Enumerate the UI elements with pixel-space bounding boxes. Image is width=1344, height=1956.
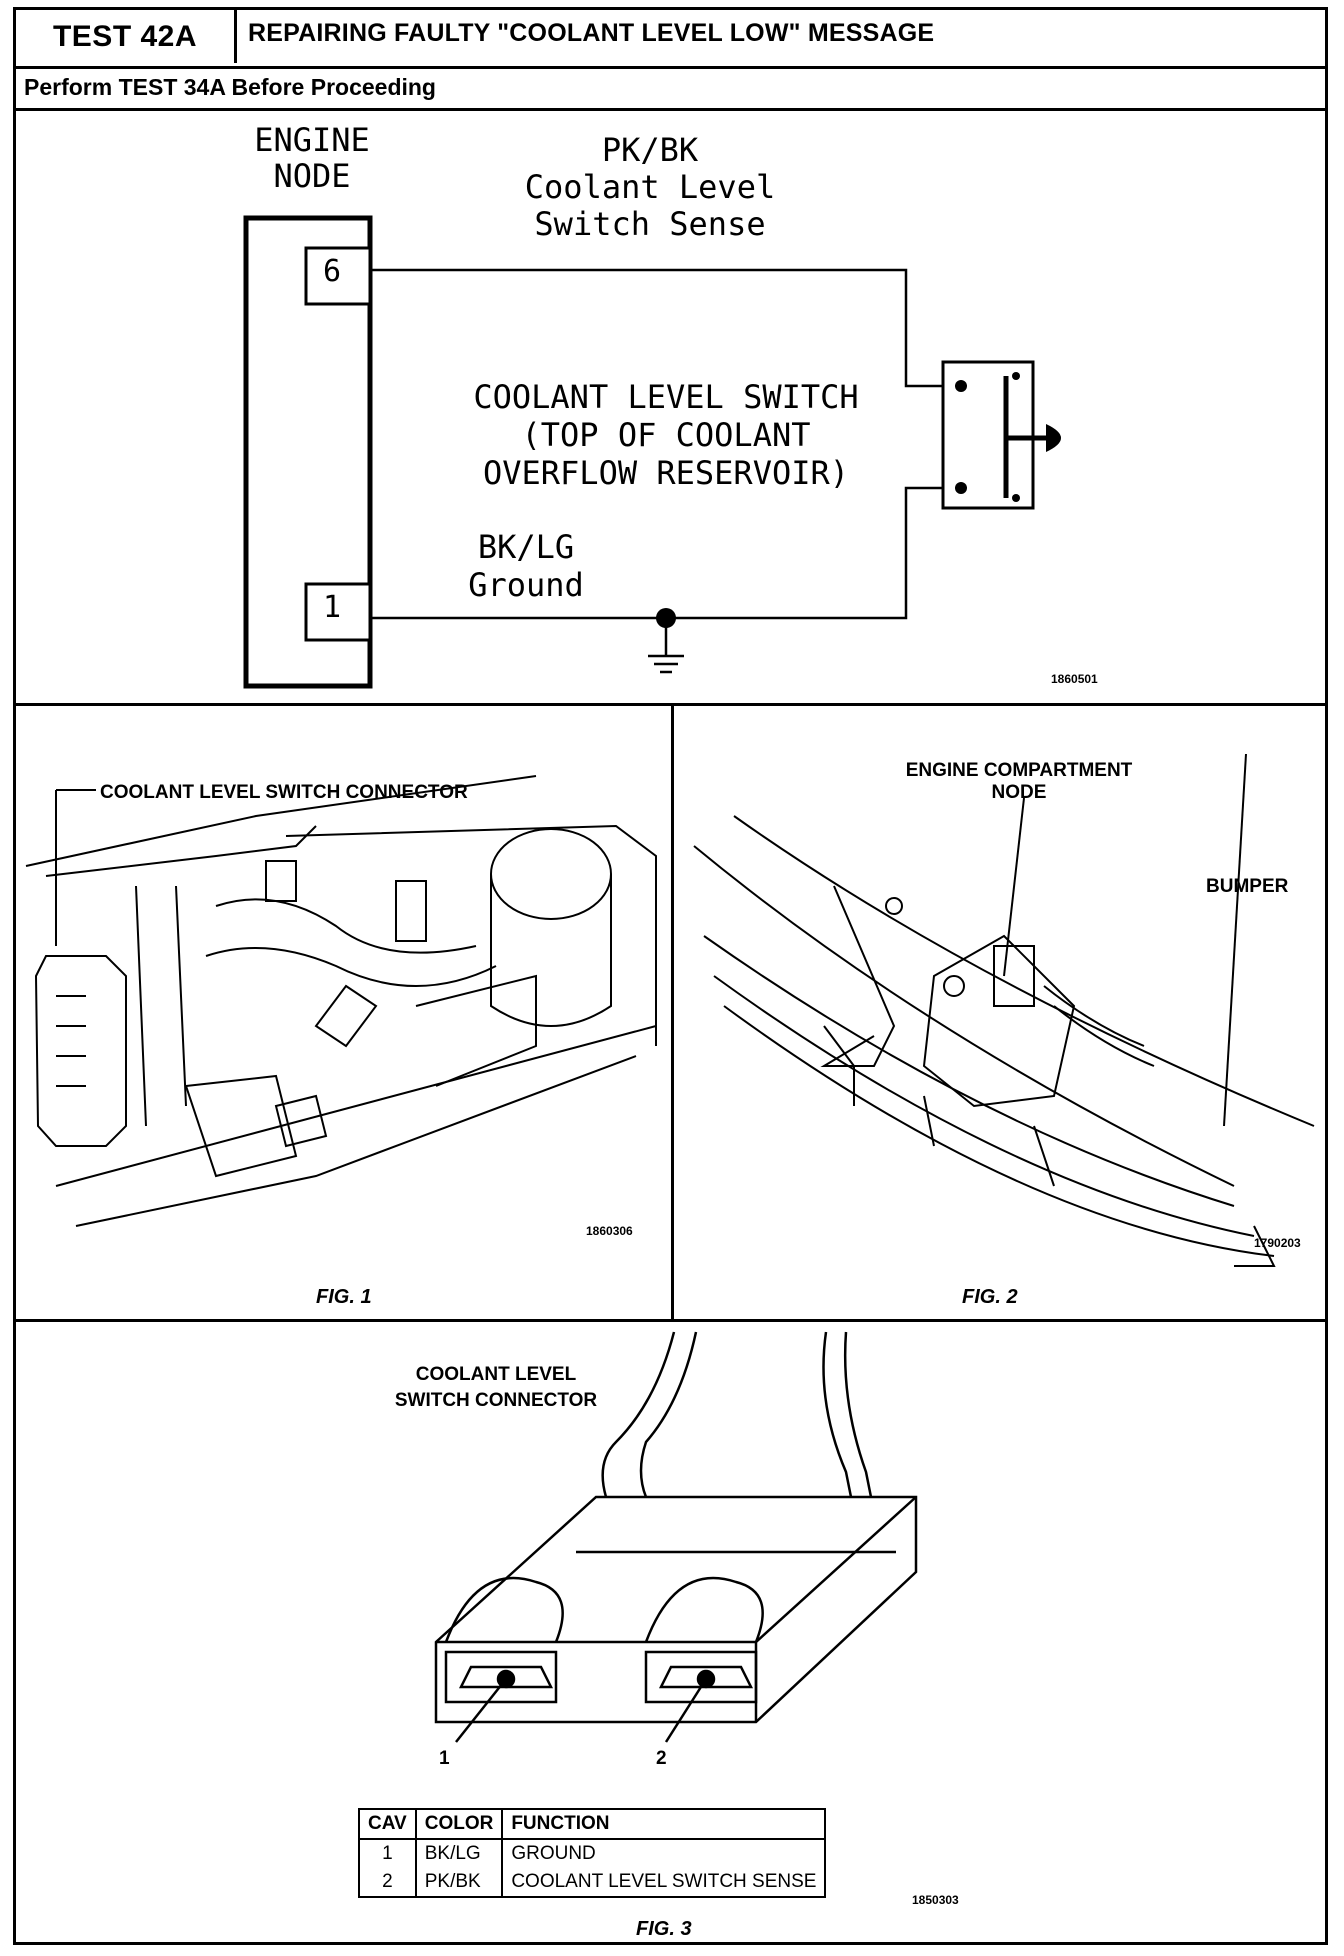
fig1-caption: FIG. 1 <box>316 1286 372 1308</box>
prerequisite-text: Perform TEST 34A Before Proceeding <box>24 74 436 100</box>
prerequisite-row: Perform TEST 34A Before Proceeding <box>16 66 1325 111</box>
connector-illustration <box>434 1331 918 1743</box>
table-cell: GROUND <box>501 1839 827 1868</box>
schematic-drawing <box>243 215 1061 689</box>
pin-1-label: 1 <box>323 590 342 625</box>
pin-1-box <box>304 582 372 642</box>
table-header-row: CAV COLOR FUNCTION <box>358 1808 827 1840</box>
header-row: TEST 42A REPAIRING FAULTY "COOLANT LEVEL… <box>16 10 1325 69</box>
test-id: TEST 42A <box>16 10 237 63</box>
fig-1-panel: COOLANT LEVEL SWITCH CONNECTOR 1860306 F… <box>16 706 674 1322</box>
table-cell: COOLANT LEVEL SWITCH SENSE <box>501 1868 827 1898</box>
engine-bay-illustration <box>25 775 657 1227</box>
sense-wire <box>370 268 961 388</box>
pin-6-box <box>304 246 372 306</box>
table-row: 2 PK/BK COOLANT LEVEL SWITCH SENSE <box>358 1868 827 1898</box>
test-title: REPAIRING FAULTY "COOLANT LEVEL LOW" MES… <box>248 19 935 47</box>
table-cell: 1 <box>358 1839 417 1868</box>
fig3-caption: FIG. 3 <box>636 1918 692 1940</box>
table-header: COLOR <box>414 1808 504 1840</box>
table-cell: PK/BK <box>414 1868 504 1898</box>
cavity-table: CAV COLOR FUNCTION 1 BK/LG GROUND 2 PK/B… <box>358 1808 827 1898</box>
fig2-ref: 1790203 <box>1254 1236 1301 1250</box>
fig2-caption: FIG. 2 <box>962 1286 1018 1308</box>
ground-wire <box>370 486 961 620</box>
table-cell: BK/LG <box>414 1839 504 1868</box>
table-header: FUNCTION <box>501 1808 827 1840</box>
coolant-switch-connector-callout: COOLANT LEVEL SWITCH CONNECTOR <box>100 782 468 803</box>
table-header: CAV <box>358 1808 417 1840</box>
table-cell: 2 <box>358 1868 417 1898</box>
test-page: TEST 42A REPAIRING FAULTY "COOLANT LEVEL… <box>13 7 1328 1945</box>
schematic-ref: 1860501 <box>1051 672 1098 686</box>
fig3-ref: 1850303 <box>912 1893 959 1907</box>
table-row: 1 BK/LG GROUND <box>358 1839 827 1868</box>
engine-compartment-illustration <box>693 753 1315 1267</box>
cavity-2-label: 2 <box>656 1748 667 1769</box>
cavity-1-label: 1 <box>439 1748 450 1769</box>
pin-6-label: 6 <box>323 254 342 289</box>
engine-node-box <box>243 215 373 689</box>
fig1-ref: 1860306 <box>586 1224 633 1238</box>
bumper-callout: BUMPER <box>1206 876 1289 897</box>
